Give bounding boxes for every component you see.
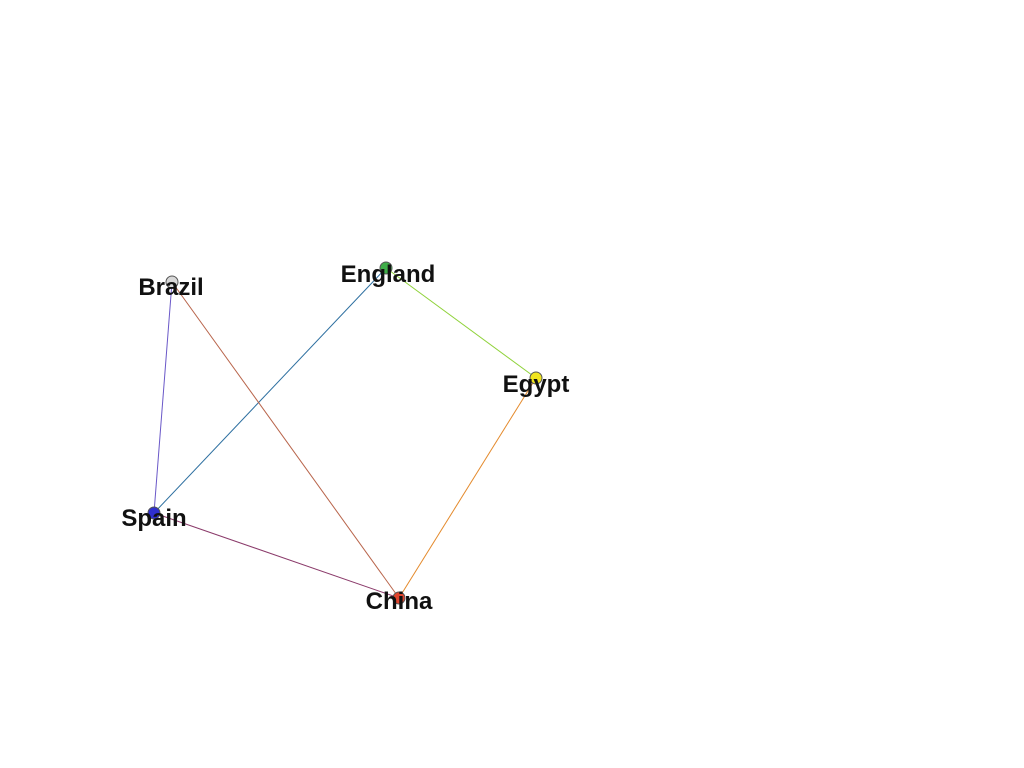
node-label-brazil: Brazil (138, 274, 203, 301)
node-label-england: England (341, 261, 436, 288)
edge-england-egypt (385, 267, 537, 379)
edges-layer (153, 267, 537, 599)
edge-brazil-china (171, 281, 400, 599)
nodes-layer (147, 261, 543, 605)
edge-spain-china (153, 512, 400, 599)
edge-egypt-china (398, 377, 537, 599)
node-egypt[interactable] (529, 371, 543, 385)
node-brazil[interactable] (165, 275, 179, 289)
node-label-spain: Spain (121, 505, 186, 532)
node-label-china: China (366, 588, 433, 615)
node-england[interactable] (379, 261, 393, 275)
node-label-egypt: Egypt (503, 371, 570, 398)
edge-england-spain (153, 267, 387, 514)
node-spain[interactable] (147, 506, 161, 520)
node-china[interactable] (392, 591, 406, 605)
edge-brazil-spain (153, 281, 173, 514)
